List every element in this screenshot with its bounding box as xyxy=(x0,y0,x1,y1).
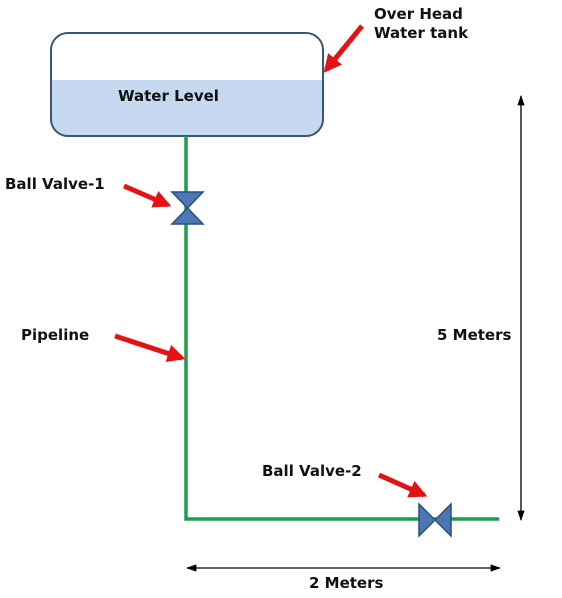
overhead-water-tank: Water Level xyxy=(50,32,324,137)
pipeline xyxy=(184,136,499,521)
ball-valve-2-label: Ball Valve-2 xyxy=(262,462,362,480)
ball-valve-1-icon xyxy=(170,191,205,225)
tank-label-line-1: Over Head xyxy=(374,5,463,23)
ball-valve-2-icon xyxy=(418,502,452,538)
tank-label-line-2: Water tank xyxy=(374,24,469,42)
width-dimension-label: 2 Meters xyxy=(309,574,384,592)
pipeline-pointer-arrow-icon xyxy=(114,333,186,363)
ball-valve-1-label: Ball Valve-1 xyxy=(5,175,105,193)
valve-2-pointer-arrow-icon xyxy=(377,472,428,498)
tank-pointer-arrow-icon xyxy=(323,24,364,73)
water-level-label: Water Level xyxy=(118,87,219,105)
height-dimension-label: 5 Meters xyxy=(437,326,512,344)
valve-1-pointer-arrow-icon xyxy=(123,183,172,208)
water-fill xyxy=(51,80,323,136)
pipeline-label: Pipeline xyxy=(21,326,89,344)
